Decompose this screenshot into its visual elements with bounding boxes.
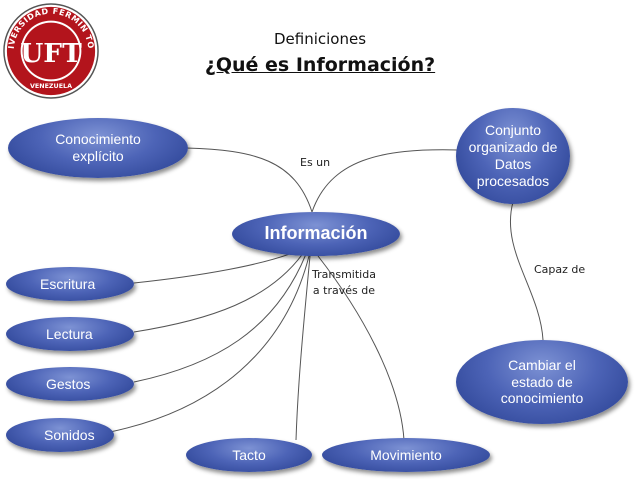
connector-escritura (133, 249, 301, 284)
node-movimiento: Movimiento (322, 438, 490, 472)
node-informacion: Información (232, 212, 400, 256)
link-label-transmitida: Transmitida a través de (312, 268, 376, 297)
node-conjunto-datos: Conjunto organizado de Datos procesados (456, 108, 570, 204)
slide-subtitle: Definiciones (273, 30, 367, 48)
university-logo: UNIVERSIDAD FERMIN TORO VENEZUELA UFT (2, 2, 99, 99)
connector-conocimiento (185, 147, 313, 213)
node-escritura: Escritura (6, 267, 134, 301)
node-gestos: Gestos (6, 367, 134, 401)
connector-gestos (133, 253, 307, 383)
connector-capaz (509, 201, 544, 341)
connector-sonidos (109, 255, 310, 433)
connector-lectura (133, 251, 305, 333)
link-label-capaz-de: Capaz de (534, 263, 586, 276)
connector-conjunto (311, 149, 459, 213)
node-cambiar-estado: Cambiar el estado de conocimiento (456, 340, 628, 424)
node-tacto: Tacto (186, 438, 312, 472)
logo-monogram: UFT (20, 38, 82, 69)
node-lectura: Lectura (6, 317, 134, 351)
logo-bottom-text: VENEZUELA (30, 82, 72, 90)
slide-title: ¿Qué es Información? (204, 54, 436, 76)
node-sonidos: Sonidos (6, 418, 114, 452)
connector-movimiento (317, 255, 405, 441)
connector-tacto (295, 255, 311, 441)
node-conocimiento-explicito: Conocimiento explícito (8, 118, 188, 178)
link-label-es-un: Es un (300, 156, 331, 169)
